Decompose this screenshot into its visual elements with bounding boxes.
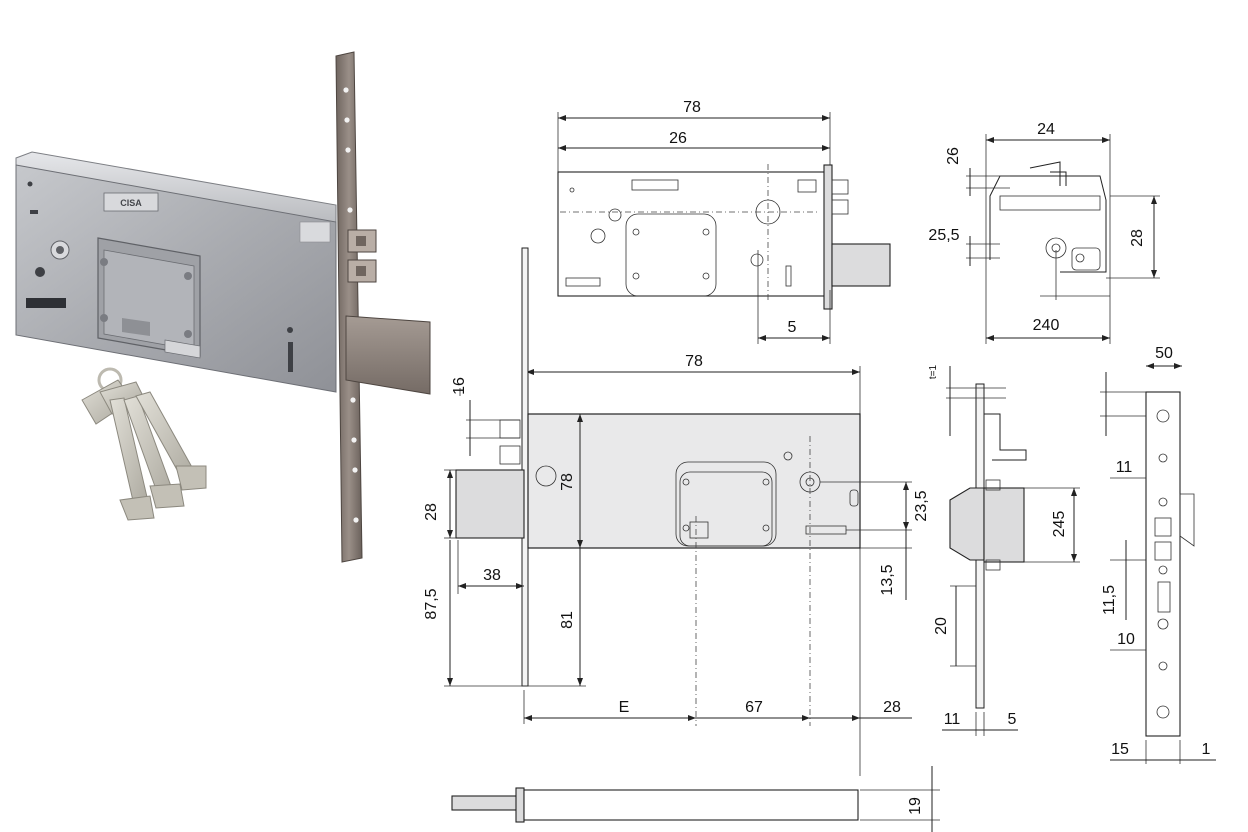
dim-front-78: 78 xyxy=(685,353,703,370)
dim-side-26: 26 xyxy=(945,147,962,165)
section-view-drawing xyxy=(942,366,1080,736)
dim-bottom-19: 19 xyxy=(907,797,924,815)
dim-front-body-78: 78 xyxy=(559,473,576,491)
dimension-labels: 78 26 5 24 26 25,5 28 240 78 16 28 38 87… xyxy=(423,99,1211,815)
side-top-drawing xyxy=(966,134,1160,344)
dim-side-240: 240 xyxy=(1033,317,1060,334)
dim-faceplate-15: 15 xyxy=(1111,741,1129,758)
lock-photo: CISA xyxy=(15,51,431,563)
dim-top-26: 26 xyxy=(669,130,687,147)
dim-front-E: E xyxy=(619,699,630,716)
dim-top-5: 5 xyxy=(788,319,797,336)
dim-section-245: 245 xyxy=(1051,511,1068,538)
dim-section-11: 11 xyxy=(944,711,961,728)
dim-front-13-5: 13,5 xyxy=(879,564,896,595)
dim-side-24: 24 xyxy=(1037,121,1055,138)
dim-faceplate-11-5: 11,5 xyxy=(1101,585,1118,615)
dim-section-t: t=1 xyxy=(928,364,939,379)
dim-front-23-5: 23,5 xyxy=(913,490,930,521)
faceplate-drawing xyxy=(1100,363,1216,764)
dim-faceplate-11: 11 xyxy=(1116,459,1133,476)
brand-plate-text: CISA xyxy=(120,198,142,208)
keys-photo xyxy=(81,367,207,521)
dim-front-67: 67 xyxy=(745,699,763,716)
front-view-drawing xyxy=(444,247,912,776)
dim-section-5: 5 xyxy=(1008,711,1017,728)
dim-faceplate-10: 10 xyxy=(1117,631,1135,648)
dim-faceplate-50: 50 xyxy=(1155,345,1173,362)
dim-faceplate-1: 1 xyxy=(1202,741,1211,758)
dim-section-20: 20 xyxy=(933,617,950,635)
dim-side-25-5: 25,5 xyxy=(928,227,959,244)
dim-front-38: 38 xyxy=(483,567,501,584)
dim-front-81: 81 xyxy=(559,611,576,629)
dim-top-78: 78 xyxy=(683,99,701,116)
bottom-view-drawing xyxy=(451,766,940,832)
dim-front-16: 16 xyxy=(451,377,468,395)
dim-front-87-5: 87,5 xyxy=(423,588,440,619)
top-view-drawing xyxy=(557,112,891,344)
dim-front-28: 28 xyxy=(423,503,440,521)
dim-side-28: 28 xyxy=(1129,229,1146,247)
dim-front-28-bottom: 28 xyxy=(883,699,901,716)
